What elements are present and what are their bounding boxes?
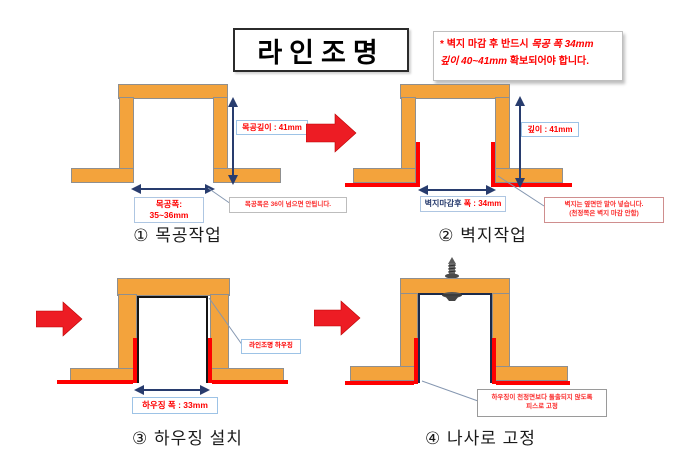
width-dimension-arrow xyxy=(131,184,215,194)
step1-caption: ① 목공작업 xyxy=(133,226,222,245)
wallpaper-bottom-right xyxy=(496,381,570,385)
notice-line-2: 깊이 40~41mm 확보되어야 합니다. xyxy=(440,56,590,67)
woodwork-note: 목공폭은 36이 넘으면 안됩니다. xyxy=(229,197,347,213)
width-label: 목공폭: 35~36mm xyxy=(134,197,204,223)
wallpaper-bottom-left xyxy=(345,183,416,187)
right-arrow-icon xyxy=(306,113,357,153)
wallpaper-strip-left xyxy=(416,142,420,187)
right-arrow-icon xyxy=(314,300,361,336)
embedded-screw-icon xyxy=(442,292,462,301)
wood-right-flange xyxy=(492,366,568,381)
depth-label: 깊이 : 41mm xyxy=(521,122,579,137)
lighting-housing xyxy=(137,296,208,383)
right-arrow-icon xyxy=(36,301,83,337)
wood-left-flange xyxy=(71,168,134,183)
depth-dimension-arrow xyxy=(228,97,238,185)
width-dimension-arrow xyxy=(418,185,496,195)
wood-top-beam xyxy=(400,84,510,99)
wood-top-beam xyxy=(118,84,228,99)
lighting-housing xyxy=(418,293,492,383)
step4-caption: ④ 나사로 고정 xyxy=(425,429,536,448)
width-dimension-arrow xyxy=(134,385,210,395)
notice-box: * 벽지 마감 후 반드시 목공 폭 34mm 깊이 40~41mm 확보되어야… xyxy=(433,31,623,81)
wallpaper-strip-right xyxy=(208,338,212,383)
wallpaper-bottom-left xyxy=(57,380,133,384)
wood-right-flange xyxy=(213,168,281,183)
connector-line xyxy=(421,380,479,402)
depth-label: 목공깊이 : 41mm xyxy=(236,120,308,135)
step2-caption: ② 벽지작업 xyxy=(438,226,527,245)
connector-line xyxy=(208,297,244,347)
housing-label: 라인조명 하우징 xyxy=(241,339,301,354)
wallpaper-strip-left xyxy=(133,338,137,383)
screw-note: 하우징이 천정면보다 돌출되지 않도록 피스로 고정 xyxy=(477,389,607,417)
width-label: 벽지마감후 폭 : 34mm xyxy=(420,196,506,212)
width-label: 하우징 폭 : 33mm xyxy=(132,397,218,414)
wood-top-beam xyxy=(117,278,230,296)
connector-line xyxy=(497,175,545,207)
wallpaper-note: 벽지는 옆면만 말아 넣습니다. (천정쪽은 벽지 마감 안함) xyxy=(544,197,664,223)
screw-icon xyxy=(445,257,459,279)
wallpaper-strip-left xyxy=(414,338,418,384)
wood-left-flange xyxy=(353,168,416,183)
notice-bullet: * xyxy=(440,39,444,50)
wood-right-flange xyxy=(495,168,563,183)
connector-line xyxy=(207,187,232,205)
notice-line-1: * 벽지 마감 후 반드시 목공 폭 34mm xyxy=(440,39,594,50)
wallpaper-strip-right xyxy=(492,338,496,384)
page-title: 라인조명 xyxy=(233,28,409,72)
wallpaper-bottom-right xyxy=(212,380,288,384)
wallpaper-bottom-right xyxy=(495,183,572,187)
depth-dimension-arrow xyxy=(515,96,525,188)
wallpaper-strip-right xyxy=(491,142,495,187)
wallpaper-bottom-left xyxy=(345,381,414,385)
step3-caption: ③ 하우징 설치 xyxy=(132,429,243,448)
wood-left-flange xyxy=(350,366,418,381)
